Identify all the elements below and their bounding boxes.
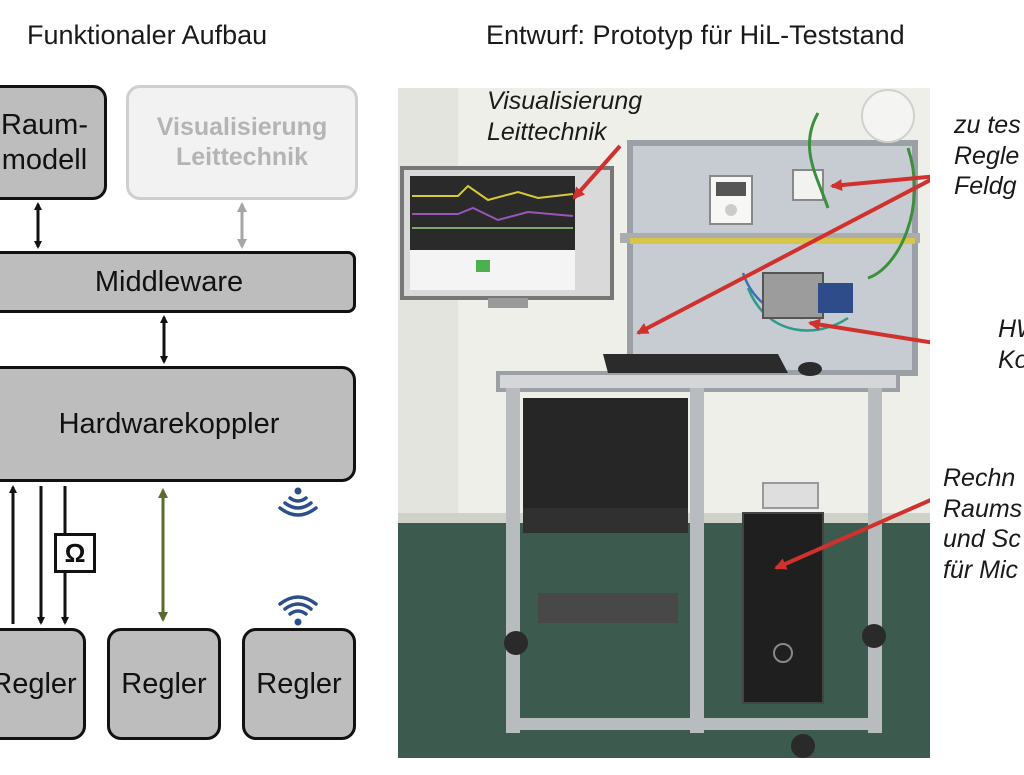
annotation-arrow-hw-koppler — [808, 318, 930, 345]
annotation-arrow-visualisierung — [572, 144, 622, 200]
annotation-arrow-regler — [636, 177, 930, 335]
wireless-signal-icon — [278, 595, 318, 626]
raummodell-box: Raum- modell — [0, 85, 107, 200]
annotation-arrow-feldgeraet — [830, 174, 930, 192]
visualisierung-box: Visualisierung Leittechnik — [126, 85, 358, 200]
prototype-photo — [398, 88, 930, 758]
right-title: Entwurf: Prototyp für HiL-Teststand — [486, 20, 905, 50]
annotation-hw-koppler: HW Ko — [998, 315, 1024, 374]
annotation-visualisierung: Visualisierung Leittechnik — [487, 87, 643, 146]
resistor-omega: Ω — [54, 533, 96, 573]
left-title: Funktionaler Aufbau — [27, 20, 268, 50]
regler-box-3: Regler — [242, 628, 356, 740]
middleware-box: Middleware — [0, 251, 356, 313]
wireless-signal-icon — [278, 487, 318, 517]
annotation-regler-feldgeraete: zu tes Regle Feldg — [954, 111, 1021, 200]
annotation-arrow-rechner — [774, 498, 930, 570]
regler-box-1: Regler — [0, 628, 86, 740]
prototype-photo-illustration — [398, 88, 930, 758]
annotation-rechner: Rechn Raums und Sc für Mic — [943, 464, 1023, 584]
hardwarekoppler-box: Hardwarekoppler — [0, 366, 356, 482]
regler-box-2: Regler — [107, 628, 221, 740]
